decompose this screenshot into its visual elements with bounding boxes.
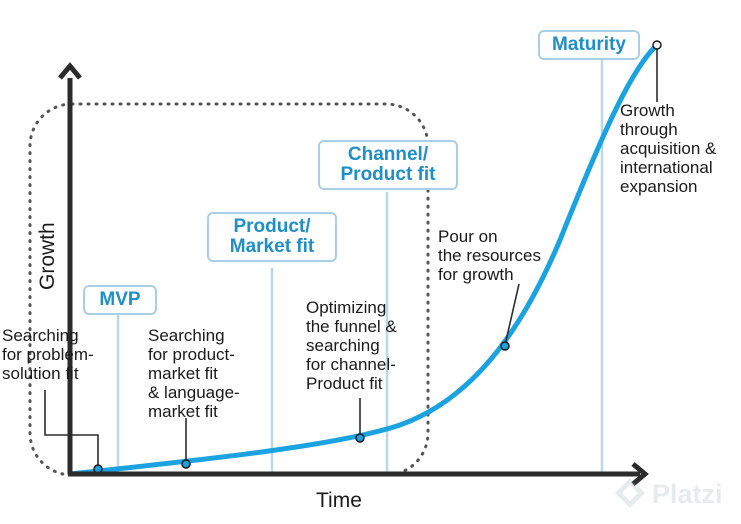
channel-product-stage-line2: Product fit xyxy=(340,164,436,185)
product-market-note-line: market fit xyxy=(148,402,218,421)
funnel-note: Optimizing the funnel & searching for ch… xyxy=(306,298,397,393)
resources-point xyxy=(500,341,510,351)
funnel-note-line: Optimizing xyxy=(306,298,387,317)
platzi-logo-text: Platzi xyxy=(652,479,723,509)
product-market-note-line: Searching xyxy=(148,326,225,345)
product-market-stage-line1: Product/ xyxy=(233,216,311,237)
problem-solution-note-line: solution fit xyxy=(2,364,79,383)
x-axis-arrowhead xyxy=(631,462,649,486)
funnel-note-line: for channel- xyxy=(306,355,396,374)
problem-solution-note: Searching for problem- solution fit xyxy=(2,326,94,383)
product-market-stage-line2: Market fit xyxy=(229,236,315,257)
product-market-note-line: market fit xyxy=(148,364,218,383)
channel-product-stage-label: Channel/ Product fit xyxy=(318,140,458,190)
resources-note-line: the resources xyxy=(438,246,541,265)
channel-product-stage-line1: Channel/ xyxy=(347,144,429,165)
funnel-note-line: searching xyxy=(306,336,380,355)
product-market-stage-label: Product/ Market fit xyxy=(207,212,337,262)
resources-note-line: for growth xyxy=(438,265,514,284)
x-axis-label: Time xyxy=(316,489,362,512)
expansion-note-line: through xyxy=(620,120,678,139)
maturity-point xyxy=(652,40,662,50)
growth-curve xyxy=(67,42,660,477)
expansion-note-line: international xyxy=(620,158,713,177)
product-market-point xyxy=(181,459,191,469)
funnel-point xyxy=(355,433,365,443)
product-market-note-line: & language- xyxy=(148,383,240,402)
resources-note: Pour on the resources for growth xyxy=(438,227,541,284)
funnel-note-line: the funnel & xyxy=(306,317,397,336)
problem-solution-note-line: for problem- xyxy=(2,345,94,364)
problem-solution-note-line: Searching xyxy=(2,326,79,345)
product-market-note: Searching for product- market fit & lang… xyxy=(148,326,240,421)
y-axis-arrowhead xyxy=(58,62,82,80)
resources-note-line: Pour on xyxy=(438,227,498,246)
mvp-stage-label: MVP xyxy=(83,285,157,315)
resources-leader xyxy=(504,283,520,346)
funnel-note-line: Product fit xyxy=(306,374,383,393)
platzi-logo: Platzi xyxy=(612,475,737,515)
expansion-note-line: expansion xyxy=(620,177,698,196)
product-market-note-line: for product- xyxy=(148,345,235,364)
expansion-note: Growth through acquisition & internation… xyxy=(620,101,716,196)
y-axis-label: Growth xyxy=(36,222,59,290)
expansion-note-line: acquisition & xyxy=(620,139,717,158)
platzi-logo-icon xyxy=(615,478,645,508)
expansion-note-line: Growth xyxy=(620,101,675,120)
maturity-stage-label: Maturity xyxy=(538,30,640,60)
